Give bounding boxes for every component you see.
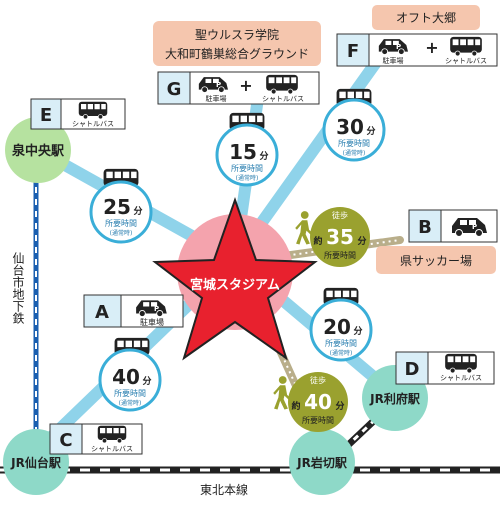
svg-text:徒歩: 徒歩 bbox=[310, 375, 326, 385]
svg-text:P: P bbox=[472, 223, 477, 231]
svg-text:15: 15 bbox=[229, 140, 257, 164]
svg-text:シャトルバス: シャトルバス bbox=[262, 95, 304, 103]
svg-text:所要時間: 所要時間 bbox=[302, 415, 334, 425]
point-b-parking[interactable]: B P bbox=[408, 209, 498, 243]
svg-text:30: 30 bbox=[336, 115, 364, 139]
bus-time-f: 30 分 所要時間 (通常時) bbox=[322, 88, 386, 162]
bus-time-sendai: 40 分 所要時間 (通常時) bbox=[98, 337, 162, 412]
svg-text:35: 35 bbox=[326, 225, 354, 249]
svg-text:オフト大郷: オフト大郷 bbox=[396, 11, 456, 25]
svg-text:JR岩切駅: JR岩切駅 bbox=[296, 455, 348, 470]
svg-text:C: C bbox=[59, 430, 72, 451]
svg-text:(通常時): (通常時) bbox=[343, 149, 366, 157]
svg-text:所要時間: 所要時間 bbox=[325, 338, 357, 348]
svg-text:所要時間: 所要時間 bbox=[338, 138, 370, 148]
svg-text:駐車場: 駐車場 bbox=[140, 317, 164, 327]
point-f-parking-shuttle[interactable]: F P + 駐車場 シャトルバス bbox=[336, 33, 498, 67]
svg-text:P: P bbox=[216, 81, 221, 89]
svg-text:分: 分 bbox=[133, 205, 142, 217]
point-c-shuttle[interactable]: C シャトルバス bbox=[49, 423, 143, 455]
svg-text:徒歩: 徒歩 bbox=[332, 210, 348, 220]
point-f-name-tag: オフト大郷 bbox=[372, 5, 480, 30]
bus-time-g: 15 分 所要時間 (通常時) bbox=[215, 112, 279, 187]
station-jr-iwakiri[interactable]: JR岩切駅 bbox=[289, 429, 355, 495]
svg-text:+: + bbox=[425, 38, 438, 57]
svg-text:大和町鶴巣総合グラウンド: 大和町鶴巣総合グラウンド bbox=[165, 46, 309, 61]
svg-text:分: 分 bbox=[259, 150, 268, 162]
svg-text:分: 分 bbox=[335, 400, 344, 412]
svg-text:+: + bbox=[239, 76, 252, 95]
svg-text:D: D bbox=[405, 359, 420, 380]
svg-text:P: P bbox=[154, 305, 159, 313]
svg-text:20: 20 bbox=[323, 315, 351, 339]
point-b-name-tag: 県サッカー場 bbox=[376, 246, 496, 274]
point-g-name-tag: 聖ウルスラ学院 大和町鶴巣総合グラウンド bbox=[153, 21, 321, 66]
svg-text:県サッカー場: 県サッカー場 bbox=[400, 254, 472, 268]
svg-text:泉中央駅: 泉中央駅 bbox=[12, 143, 65, 159]
svg-text:40: 40 bbox=[304, 390, 332, 414]
svg-text:分: 分 bbox=[142, 375, 151, 387]
walk-time-b: 徒歩 約 35 分 所要時間 bbox=[295, 207, 370, 267]
svg-text:B: B bbox=[418, 217, 432, 238]
svg-text:A: A bbox=[95, 302, 109, 323]
svg-text:約: 約 bbox=[291, 400, 300, 412]
svg-text:所要時間: 所要時間 bbox=[114, 388, 146, 398]
svg-text:分: 分 bbox=[366, 125, 375, 137]
svg-text:JR利府駅: JR利府駅 bbox=[369, 391, 421, 406]
svg-text:シャトルバス: シャトルバス bbox=[440, 374, 482, 382]
svg-text:JR仙台駅: JR仙台駅 bbox=[10, 455, 62, 470]
svg-text:駐車場: 駐車場 bbox=[206, 94, 227, 103]
svg-text:G: G bbox=[167, 79, 182, 100]
svg-text:25: 25 bbox=[103, 195, 131, 219]
stadium-star bbox=[152, 196, 318, 361]
svg-text:40: 40 bbox=[112, 365, 140, 389]
svg-text:(通常時): (通常時) bbox=[236, 174, 259, 182]
point-d-shuttle[interactable]: D シャトルバス bbox=[395, 351, 495, 385]
svg-text:(通常時): (通常時) bbox=[110, 229, 133, 237]
station-izumi-chuo[interactable]: 泉中央駅 bbox=[5, 117, 71, 183]
svg-text:約: 約 bbox=[313, 235, 322, 247]
svg-text:所要時間: 所要時間 bbox=[231, 163, 263, 173]
svg-text:E: E bbox=[40, 105, 52, 126]
subway-line-label: 仙台市地下鉄 bbox=[11, 252, 25, 324]
svg-text:(通常時): (通常時) bbox=[119, 399, 142, 407]
tohoku-line-label: 東北本線 bbox=[200, 482, 248, 497]
svg-text:シャトルバス: シャトルバス bbox=[445, 57, 487, 65]
svg-text:分: 分 bbox=[357, 235, 366, 247]
svg-text:シャトルバス: シャトルバス bbox=[72, 120, 114, 128]
svg-text:所要時間: 所要時間 bbox=[105, 218, 137, 228]
point-a-parking[interactable]: A P 駐車場 bbox=[83, 294, 184, 328]
bus-time-rifu: 20 分 所要時間 (通常時) bbox=[309, 287, 373, 362]
point-g-parking-shuttle[interactable]: G P + 駐車場 シャトルバス bbox=[157, 71, 320, 105]
stadium-label: 宮城スタジアム bbox=[190, 277, 280, 293]
point-e-shuttle[interactable]: E シャトルバス bbox=[30, 98, 126, 130]
svg-text:駐車場: 駐車場 bbox=[383, 56, 404, 65]
svg-text:P: P bbox=[396, 43, 401, 51]
svg-text:所要時間: 所要時間 bbox=[324, 250, 356, 260]
bus-time-izumi: 25 分 所要時間 (通常時) bbox=[89, 168, 153, 244]
svg-text:(通常時): (通常時) bbox=[330, 349, 353, 357]
svg-text:F: F bbox=[347, 41, 359, 62]
svg-text:聖ウルスラ学院: 聖ウルスラ学院 bbox=[195, 27, 279, 42]
svg-text:分: 分 bbox=[353, 325, 362, 337]
walk-time-iwakiri: 徒歩 約 40 分 所要時間 bbox=[273, 372, 348, 432]
svg-text:シャトルバス: シャトルバス bbox=[91, 445, 133, 453]
